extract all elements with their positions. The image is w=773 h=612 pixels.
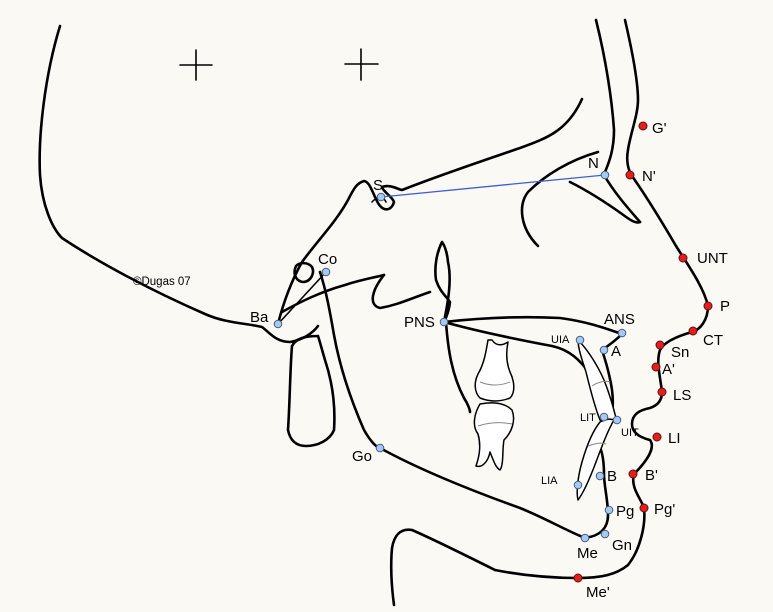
landmark-label-ba: Ba: [250, 309, 269, 326]
ba-co-line: [277, 271, 327, 325]
landmark-label-gn: Gn: [612, 537, 632, 554]
landmark-point-uit[interactable]: [612, 415, 622, 425]
landmark-label-unt: UNT: [697, 250, 728, 267]
nasal-floor: [442, 315, 624, 352]
landmark-label-p: P: [720, 298, 730, 315]
skeletal-labels: S N Co Ba PNS ANS A UIA LIT UIT LIA B Pg…: [250, 155, 639, 562]
landmark-label-me-prime: Me': [586, 584, 610, 601]
landmark-point-co[interactable]: [321, 267, 331, 277]
landmark-label-s: S: [373, 177, 383, 194]
mandible-symphysis: [583, 438, 610, 540]
landmark-label-me: Me: [577, 545, 598, 562]
landmark-label-pg: Pg: [616, 503, 634, 520]
landmark-label-g-prime: G': [652, 120, 667, 137]
pharyngeal-wall: [286, 334, 336, 448]
landmark-point-b-prime[interactable]: [628, 469, 638, 479]
landmark-point-ls[interactable]: [657, 387, 667, 397]
coronoid: [371, 273, 432, 310]
landmark-point-sn[interactable]: [655, 340, 665, 350]
crosshair-icon: [344, 48, 379, 81]
upper-molar: [474, 339, 515, 402]
landmark-label-ls: LS: [673, 387, 691, 404]
condyle-ring: [293, 261, 315, 284]
landmark-label-co: Co: [318, 251, 337, 268]
landmark-label-lit: LIT: [580, 412, 596, 424]
orbit-outline: [520, 150, 600, 248]
landmark-label-ans: ANS: [604, 311, 635, 328]
orbit-floor: [568, 180, 642, 224]
skeletal-landmarks: [273, 170, 627, 543]
landmark-point-p[interactable]: [703, 301, 713, 311]
landmark-point-pns[interactable]: [439, 317, 449, 327]
landmark-label-sn: Sn: [671, 344, 689, 361]
ramus-posterior: [318, 270, 382, 450]
cranial-outline: [38, 24, 320, 344]
landmark-label-uit: UIT: [621, 427, 639, 439]
frontal-bone-inner: [623, 18, 640, 178]
landmark-point-s[interactable]: [376, 192, 386, 202]
landmark-point-ct[interactable]: [688, 326, 698, 336]
landmark-label-n: N: [588, 155, 599, 172]
landmark-label-pg-prime: Pg': [654, 501, 675, 518]
landmark-point-ans[interactable]: [617, 328, 627, 338]
landmark-point-pg[interactable]: [604, 505, 614, 515]
landmark-point-g-prime[interactable]: [638, 121, 648, 131]
landmark-point-uia[interactable]: [575, 335, 585, 345]
landmark-label-a-prime: A': [662, 361, 675, 378]
landmark-label-b: B: [607, 468, 617, 485]
soft-tissue-labels: G' N' UNT P CT Sn A' LS LI B' Pg' Me': [586, 120, 730, 601]
landmark-label-uia: UIA: [551, 334, 570, 346]
mandible-lower-border: [378, 446, 587, 540]
landmark-point-li[interactable]: [652, 432, 662, 442]
landmark-point-pg-prime[interactable]: [639, 503, 649, 513]
sella-nasion-line: [380, 174, 606, 198]
pterygoid-process: [444, 320, 472, 414]
soft-tissue-landmarks: [573, 121, 713, 583]
landmark-label-a: A: [611, 343, 621, 360]
landmark-point-b[interactable]: [595, 471, 605, 481]
submental-soft-tissue: [389, 528, 497, 607]
landmark-point-unt[interactable]: [678, 253, 688, 263]
landmark-point-gn[interactable]: [600, 529, 610, 539]
frontal-bone-outer: [594, 18, 642, 224]
landmark-point-go[interactable]: [375, 443, 385, 453]
lower-molar: [473, 402, 515, 471]
landmark-point-n[interactable]: [600, 170, 610, 180]
copyright-text: ©Dugas 07: [133, 276, 191, 288]
landmark-label-lia: LIA: [541, 475, 558, 487]
landmark-label-pns: PNS: [404, 314, 435, 331]
crosshair-icon: [179, 49, 213, 81]
landmark-point-a-prime[interactable]: [651, 362, 661, 372]
palate: [442, 320, 592, 376]
landmark-point-me-prime[interactable]: [573, 573, 583, 583]
landmark-point-me[interactable]: [580, 533, 590, 543]
landmark-point-n-prime[interactable]: [625, 170, 635, 180]
landmark-point-lia[interactable]: [573, 480, 583, 490]
landmark-label-b-prime: B': [645, 467, 658, 484]
cranial-base: [276, 97, 584, 326]
landmark-point-ba[interactable]: [273, 319, 283, 329]
lower-incisor: [576, 418, 615, 501]
landmark-label-li: LI: [668, 430, 681, 447]
landmark-point-lit[interactable]: [599, 412, 609, 422]
landmark-label-ct: CT: [703, 332, 723, 349]
landmark-label-go: Go: [352, 448, 372, 465]
landmark-point-a[interactable]: [599, 345, 609, 355]
landmark-label-n-prime: N': [642, 168, 656, 185]
pterygomaxillary-fissure: [434, 240, 452, 324]
